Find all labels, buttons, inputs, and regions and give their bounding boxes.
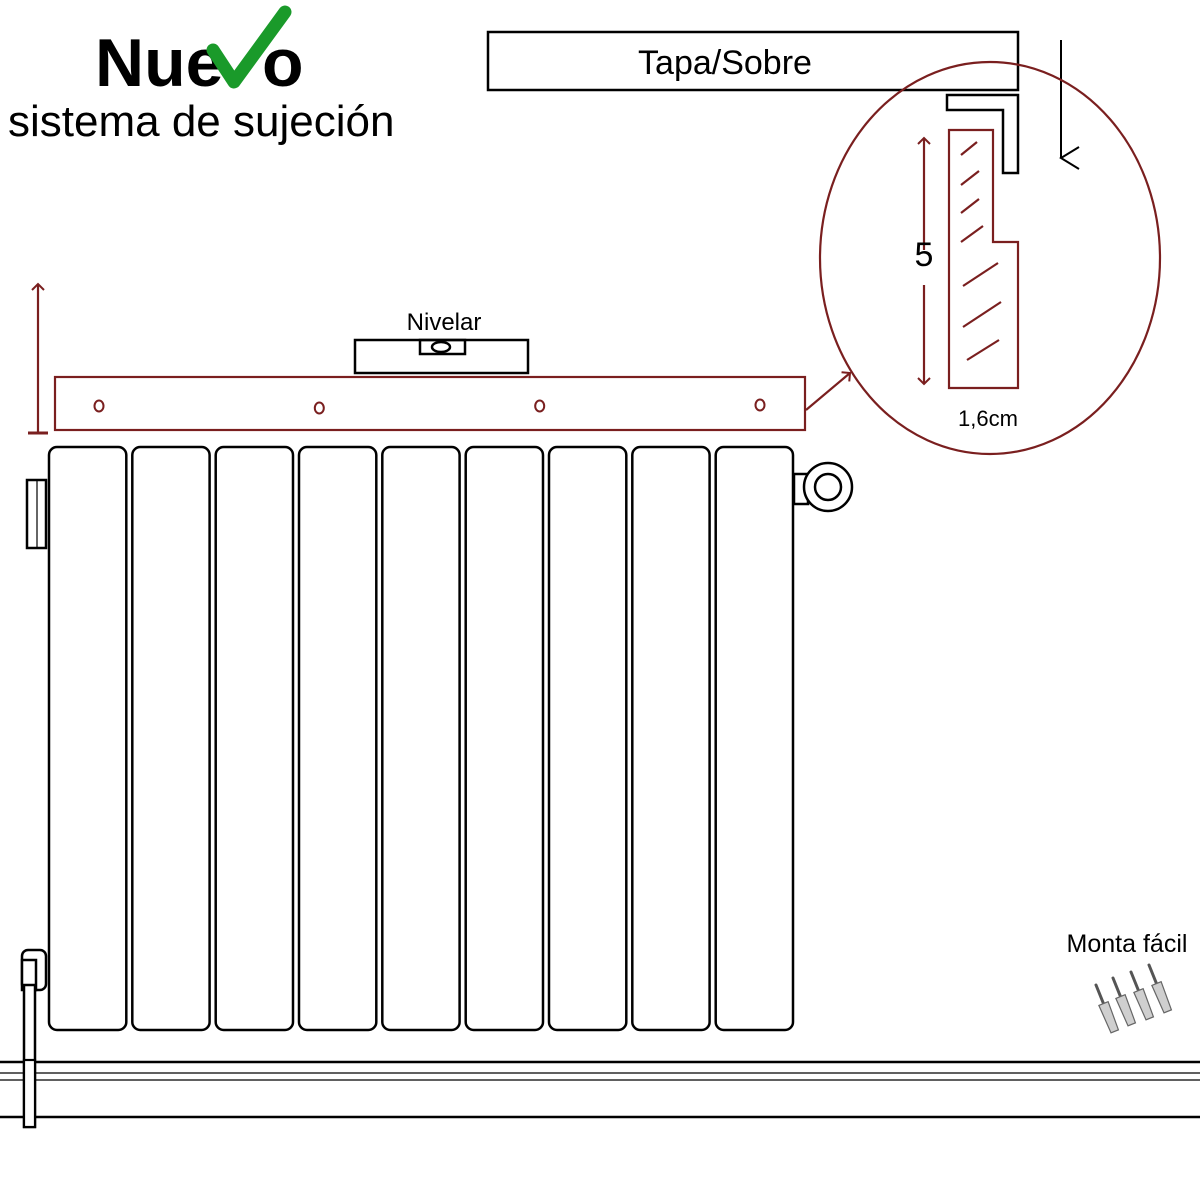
detail-pointer-arrow (805, 371, 852, 411)
detail-view: 5 1,6cm (818, 60, 1162, 456)
bracket-bar (53, 375, 807, 432)
width-dimension: 1,6cm (958, 406, 1018, 431)
radiator-columns (47, 445, 795, 1032)
level-bubble (430, 340, 452, 354)
screws-and-plugs-icon (1094, 963, 1173, 1034)
radiator (20, 445, 854, 1129)
floor-skirting (0, 1060, 1200, 1119)
top-cover-label: Tapa/Sobre (638, 44, 812, 82)
wall-bracket (53, 375, 807, 432)
title-word-start: Nue (95, 25, 223, 101)
radiator-column (464, 445, 545, 1032)
bracket-height-indicator (28, 282, 48, 435)
accessory-label: Monta fácil (1067, 930, 1188, 958)
accessory: Monta fácil (1067, 930, 1188, 1034)
bracket-profile (947, 128, 1020, 390)
level-tool: Nivelar (353, 309, 530, 375)
radiator-column (131, 445, 211, 1032)
cover-hook-profile (945, 93, 1020, 175)
bracket-hole (93, 399, 105, 413)
radiator-column (547, 445, 628, 1032)
bleed-valve (802, 461, 854, 513)
bleed-valve-inner (813, 472, 843, 502)
radiator-column (381, 445, 461, 1032)
level-bubble-frame (418, 338, 467, 356)
top-cover: Tapa/Sobre (486, 30, 1020, 92)
bracket-hole (313, 401, 325, 415)
bracket-profile-hatching (960, 141, 1002, 361)
radiator-column (214, 445, 295, 1032)
bracket-holes (93, 398, 766, 415)
bracket-hole (534, 399, 546, 413)
height-dimension: 5 (915, 236, 934, 274)
top-cover-board (486, 30, 1020, 92)
check-icon (206, 5, 292, 89)
level-label: Nivelar (407, 309, 482, 336)
radiator-column (297, 445, 378, 1032)
radiator-column (47, 445, 128, 1032)
subtitle: sistema de sujeción (8, 97, 394, 146)
floor-pipe-over-skirting (22, 1058, 37, 1129)
radiator-column (714, 445, 795, 1032)
detail-circle (818, 60, 1162, 456)
radiator-column (631, 445, 711, 1032)
level-body (353, 338, 530, 375)
bracket-hole (754, 398, 766, 412)
